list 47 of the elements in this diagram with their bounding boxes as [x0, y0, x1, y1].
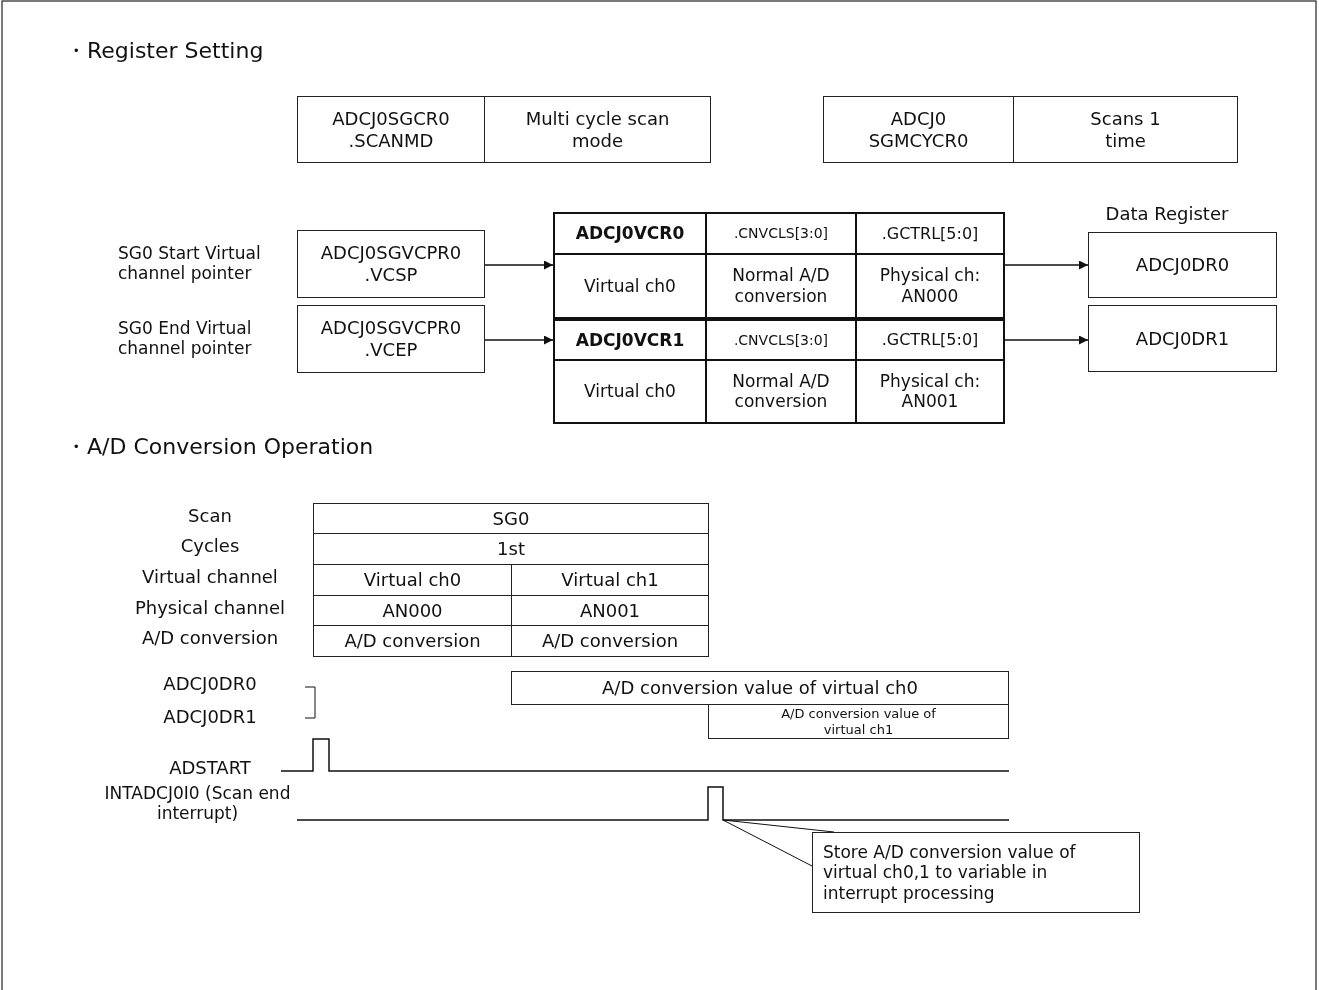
- section-heading: ・A/D Conversion Operation: [65, 434, 375, 461]
- table-cell: Virtual ch0: [554, 253, 706, 318]
- column-heading: Data Register: [1104, 203, 1230, 225]
- section-heading: ・Register Setting: [65, 38, 265, 65]
- signal-label: ADCJ0DR0: [162, 673, 258, 695]
- arrow: [484, 260, 554, 270]
- arrow: [484, 335, 554, 345]
- register-box: ADCJ0SGCR0 .SCANMD: [297, 96, 485, 163]
- table-cell: .GCTRL[5:0]: [856, 213, 1004, 254]
- register-box: ADCJ0SGVCPR0 .VCEP: [297, 305, 485, 373]
- arrow: [1004, 335, 1089, 345]
- setting-box: Scans 1 time: [1013, 96, 1238, 163]
- register-table: [553, 319, 1005, 424]
- signal-label: ADCJ0DR1: [162, 706, 258, 728]
- timing-cell: A/D conversion value of virtual ch0: [511, 671, 1009, 705]
- callout-box: Store A/D conversion value of virtual ch0,1 to variable in interrupt processing: [812, 832, 1140, 913]
- row-label: Physical channel: [133, 597, 287, 619]
- table-cell: ADCJ0VCR0: [554, 213, 706, 254]
- table-cell: Normal A/D conversion: [706, 359, 856, 423]
- table-cell: .CNVCLS[3:0]: [706, 213, 856, 254]
- timing-cell: SG0: [313, 503, 709, 534]
- row-label: Cycles: [179, 535, 241, 557]
- data-register-box: ADCJ0DR1: [1088, 305, 1277, 372]
- timing-cell: A/D conversion: [511, 625, 709, 657]
- table-cell: Physical ch: AN001: [856, 359, 1004, 423]
- row-label: A/D conversion: [140, 627, 280, 649]
- setting-box: Multi cycle scan mode: [484, 96, 711, 163]
- table-cell: Normal A/D conversion: [706, 253, 856, 318]
- timing-cell: A/D conversion value of virtual ch1: [708, 704, 1009, 739]
- register-box: ADCJ0SGVCPR0 .VCSP: [297, 230, 485, 298]
- data-register-box: ADCJ0DR0: [1088, 232, 1277, 298]
- row-label: SG0 End Virtual channel pointer: [118, 318, 253, 359]
- row-label: Scan: [187, 505, 233, 527]
- signal-label: INTADCJ0I0 (Scan end interrupt): [103, 783, 292, 824]
- row-label: SG0 Start Virtual channel pointer: [118, 243, 262, 284]
- register-box: ADCJ0 SGMCYCR0: [823, 96, 1014, 163]
- timing-cell: 1st: [313, 533, 709, 565]
- table-cell: Physical ch: AN000: [856, 253, 1004, 318]
- timing-cell: A/D conversion: [313, 625, 512, 657]
- table-cell: Virtual ch0: [554, 359, 706, 423]
- row-label: Virtual channel: [141, 566, 279, 588]
- table-cell: .GCTRL[5:0]: [856, 320, 1004, 360]
- arrow: [1004, 260, 1089, 270]
- table-cell: .CNVCLS[3:0]: [706, 320, 856, 360]
- signal-label: ADSTART: [168, 757, 252, 779]
- register-table: [553, 212, 1005, 319]
- table-cell: ADCJ0VCR1: [554, 320, 706, 360]
